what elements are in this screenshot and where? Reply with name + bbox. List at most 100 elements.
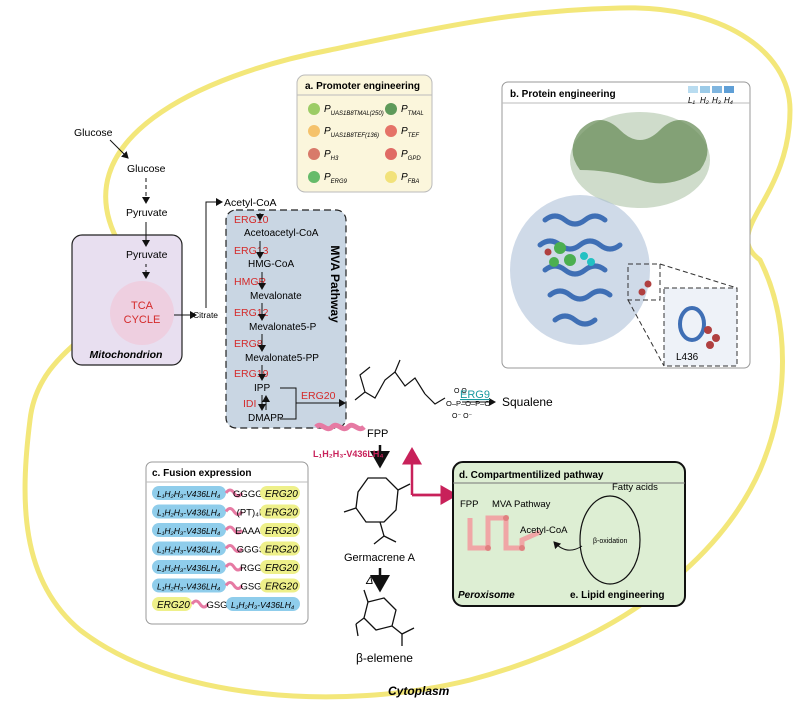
promoter-item: PUAS1B8TMAL(250) — [324, 104, 384, 117]
compartment-title: d. Compartmentilized pathway — [459, 470, 604, 481]
promoter-item: PUAS1B8TEF(136) — [324, 126, 379, 139]
product-mevalonate5p: Mevalonate5-P — [249, 322, 317, 333]
promoter-swatch — [308, 171, 320, 183]
promoter-swatch — [385, 125, 397, 137]
fusion-title: c. Fusion expression — [152, 468, 251, 479]
enzyme-erg8: ERG8 — [234, 338, 263, 350]
pyruvate-label: Pyruvate — [126, 207, 168, 219]
fusion-left-pill — [152, 486, 226, 500]
protein-structure — [510, 112, 710, 345]
fusion-left-pill — [152, 541, 226, 556]
svg-text:O–P–O–P–O⁻: O–P–O–P–O⁻ — [446, 399, 494, 408]
fusion-right-label: L₁H₂H₃-V436LH₄ — [231, 600, 295, 610]
perox-acetyl-label: Acetyl-CoA — [520, 525, 568, 536]
glucose-uptake-arrow — [109, 139, 129, 159]
promoter-swatch — [385, 103, 397, 115]
promoter-item: PFBA — [401, 172, 419, 185]
germacrene-label: Germacrene A — [344, 552, 416, 564]
fusion-right-label: ERG20 — [265, 489, 298, 500]
fusion-right-label: ERG20 — [265, 508, 298, 519]
fusion-left-label: L₁H₂H₃-V436LH₄ — [157, 489, 221, 499]
promoter-item: PTMAL — [401, 104, 424, 117]
peroxisome-panel — [452, 461, 686, 607]
fusion-right-pill — [260, 541, 300, 556]
fusion-linker-coil — [224, 488, 244, 498]
promoter-swatch — [385, 171, 397, 183]
fusion-left-label: L₁H₂H₃-V436LH₄ — [157, 545, 221, 555]
svg-text:O⁻ O⁻: O⁻ O⁻ — [452, 413, 473, 420]
citrate-to-acetylcoa-arrow — [205, 198, 223, 308]
promoter-title: a. Promoter engineering — [305, 81, 420, 92]
fusion-tag-label: L₁H₂H₃-V436LH₄ — [313, 449, 384, 459]
product-acetoacetyl-coa: Acetoacetyl-CoA — [244, 228, 319, 239]
promoter-swatch — [385, 148, 397, 160]
fusion-right-pill — [260, 486, 300, 500]
fusion-linker-label: GSG — [240, 582, 261, 593]
fusion-right-label: ERG20 — [265, 582, 298, 593]
fusion-linker-coil — [190, 599, 210, 609]
zoom-source-box — [627, 263, 661, 301]
fusion-linker-coil — [224, 581, 244, 590]
product-ipp: IPP — [254, 383, 270, 394]
pyruvate-mito-label: Pyruvate — [126, 249, 168, 261]
enzyme-erg19: ERG19 — [234, 368, 269, 380]
tca-label-1: TCA — [131, 300, 154, 312]
promoter-item: PTEF — [401, 126, 419, 139]
fusion-left-label: L₁H₂H₃-V436LH₄ — [157, 508, 221, 518]
promoter-item: PH3 — [324, 149, 339, 162]
promoter-item: PGPD — [401, 149, 421, 162]
fusion-left-label: L₁H₂H₃-V436LH₄ — [157, 563, 221, 573]
promoter-swatch — [308, 103, 320, 115]
product-dmapp: DMAPP — [248, 413, 284, 424]
fusion-linker-label: GSG — [206, 600, 227, 611]
tca-cycle-circle — [110, 281, 174, 345]
legend-h3: H₃ — [712, 96, 721, 105]
promoter-panel — [296, 74, 433, 193]
residue-label: L436 — [676, 352, 699, 363]
fusion-left-pill — [152, 560, 226, 574]
tca-label-2: CYCLE — [124, 314, 161, 326]
fusion-right-pill — [260, 523, 300, 537]
fusion-right-pill — [226, 597, 300, 611]
svg-text:O O: O O — [454, 388, 467, 395]
fatty-acids-label: Fatty acids — [612, 482, 658, 493]
fusion-linker-label: (PT)₄P — [237, 508, 266, 519]
fusion-protein-coil — [314, 422, 366, 432]
protein-legend: L₁ H₂ H₃ H₄ — [688, 86, 734, 105]
fusion-left-pill — [152, 597, 192, 611]
mva-steps: ERG10 Acetoacetyl-CoA ERG13 HMG-CoA HMGR… — [234, 213, 346, 424]
product-mevalonate5pp: Mevalonate5-PP — [245, 353, 319, 364]
germacrene-structure — [343, 477, 411, 545]
fpp-label: FPP — [367, 428, 388, 440]
lipid-title: e. Lipid engineering — [570, 590, 664, 601]
promoter-swatch — [308, 125, 320, 137]
fusion-linker-label: GGGGS — [233, 489, 269, 500]
fusion-right-pill — [260, 560, 300, 574]
fusion-right-label: ERG20 — [265, 545, 298, 556]
fusion-linker-coil — [224, 544, 244, 553]
fusion-linker-coil — [224, 507, 244, 516]
glucose-inside-label: Glucose — [127, 163, 166, 175]
acetyl-coa-label: Acetyl-CoA — [224, 197, 277, 209]
legend-l1: L₁ — [688, 96, 695, 105]
protein-title: b. Protein engineering — [510, 89, 616, 100]
fusion-linker-label: GGGS — [237, 545, 266, 556]
beta-oxidation-ellipse — [579, 495, 641, 585]
mva-pathway-box — [225, 209, 347, 429]
fusion-left-pill — [152, 504, 226, 519]
perox-mva-label: MVA Pathway — [492, 499, 551, 510]
enzyme-erg20: ERG20 — [301, 390, 336, 402]
elemene-label: β-elemene — [356, 651, 413, 665]
product-mevalonate: Mevalonate — [250, 291, 302, 302]
fusion-left-pill — [152, 523, 226, 537]
fusion-left-label: L₁H₂H₃-V436LH₄ — [157, 526, 221, 536]
cytoplasm-label: Cytoplasm — [388, 684, 450, 698]
enzyme-idi: IDI — [243, 398, 256, 410]
fusion-linker-coil — [224, 525, 244, 535]
